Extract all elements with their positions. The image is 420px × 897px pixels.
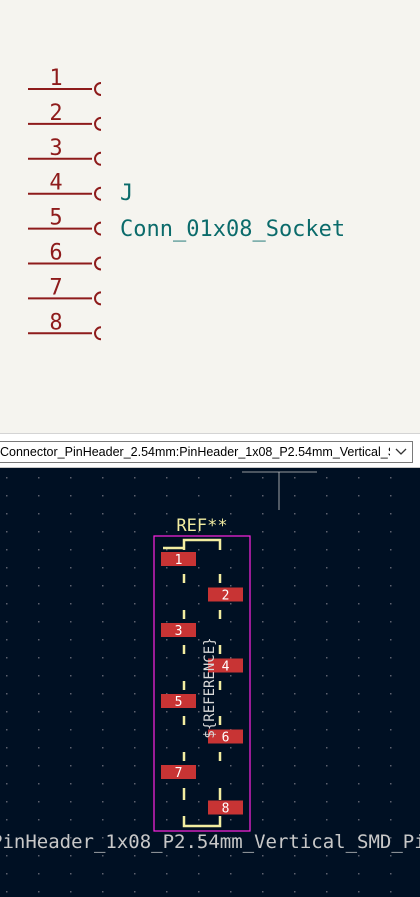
- symbol-pin: 4: [28, 171, 102, 201]
- symbol-pin-number: 5: [49, 206, 62, 231]
- symbol-pin-number: 1: [49, 66, 62, 91]
- footprint-dropdown[interactable]: Connector_PinHeader_2.54mm:PinHeader_1x0…: [0, 441, 413, 463]
- grid-dots: [6, 477, 392, 893]
- symbol-pin: 8: [28, 310, 102, 341]
- chevron-down-icon[interactable]: [390, 442, 412, 462]
- footprint-selector-bar: Connector_PinHeader_2.54mm:PinHeader_1x0…: [0, 433, 420, 468]
- footprint-reference: REF**: [176, 516, 227, 536]
- footprint-pad: 7: [161, 765, 196, 781]
- footprint-pad-number: 7: [175, 766, 183, 781]
- footprint-pads: 1 2 3 4 5 6 7 8: [161, 552, 243, 817]
- footprint-reference-field: ${REFERENCE}: [202, 637, 218, 738]
- symbol-pin-number: 6: [49, 241, 62, 266]
- footprint-pad: 3: [161, 623, 196, 639]
- footprint-pad: 5: [161, 694, 196, 710]
- footprint-pad-number: 3: [175, 624, 183, 639]
- symbol-pin-number: 8: [49, 310, 62, 335]
- symbol-pin: 5: [28, 206, 102, 236]
- symbol-pin-number: 4: [49, 171, 62, 196]
- symbol-pin: 3: [28, 136, 102, 166]
- footprint-pad-number: 4: [222, 660, 230, 675]
- crosshair-marker: [242, 471, 317, 510]
- footprint-pad-number: 8: [222, 802, 230, 817]
- silkscreen-outline: [163, 538, 222, 828]
- footprint-pad-number: 6: [222, 731, 230, 746]
- footprint-pad-number: 2: [222, 589, 230, 604]
- symbol-pins: 1 2 3 4 5 6 7 8: [28, 66, 102, 341]
- footprint-preview-canvas[interactable]: 1 2 3 4 5 6 7 8 REF** ${REFERENCE} PinHeader_1x…: [0, 468, 420, 897]
- footprint-dropdown-value: Connector_PinHeader_2.54mm:PinHeader_1x0…: [0, 445, 413, 459]
- symbol-pin: 1: [28, 66, 102, 96]
- footprint-pad: 8: [208, 800, 243, 817]
- footprint-value: PinHeader_1x08_P2.54mm_Vertical_SMD_Pin1…: [0, 831, 420, 853]
- footprint-pad-number: 5: [175, 695, 183, 710]
- footprint-pad: 1: [161, 552, 196, 568]
- footprint-pad: 6: [208, 729, 243, 746]
- symbol-value: Conn_01x08_Socket: [120, 217, 345, 242]
- symbol-pin-number: 3: [49, 136, 62, 161]
- symbol-preview-canvas[interactable]: 1 2 3 4 5 6 7 8 J Conn_01x08_Socket: [0, 0, 420, 433]
- symbol-pin: 6: [28, 241, 102, 271]
- symbol-pin: 2: [28, 101, 102, 131]
- symbol-reference: J: [120, 181, 133, 206]
- footprint-pad: 4: [208, 658, 243, 675]
- footprint-pad-number: 1: [175, 553, 183, 568]
- symbol-pin-number: 7: [49, 275, 62, 300]
- footprint-drawing: 1 2 3 4 5 6 7 8 REF** ${REFERENCE} PinHeader_1x…: [0, 471, 420, 893]
- symbol-drawing: 1 2 3 4 5 6 7 8 J Conn_01x08_Socket: [28, 66, 345, 341]
- symbol-pin-number: 2: [49, 101, 62, 126]
- footprint-pad: 2: [208, 587, 243, 604]
- courtyard-outline: [153, 535, 251, 832]
- symbol-pin: 7: [28, 275, 102, 306]
